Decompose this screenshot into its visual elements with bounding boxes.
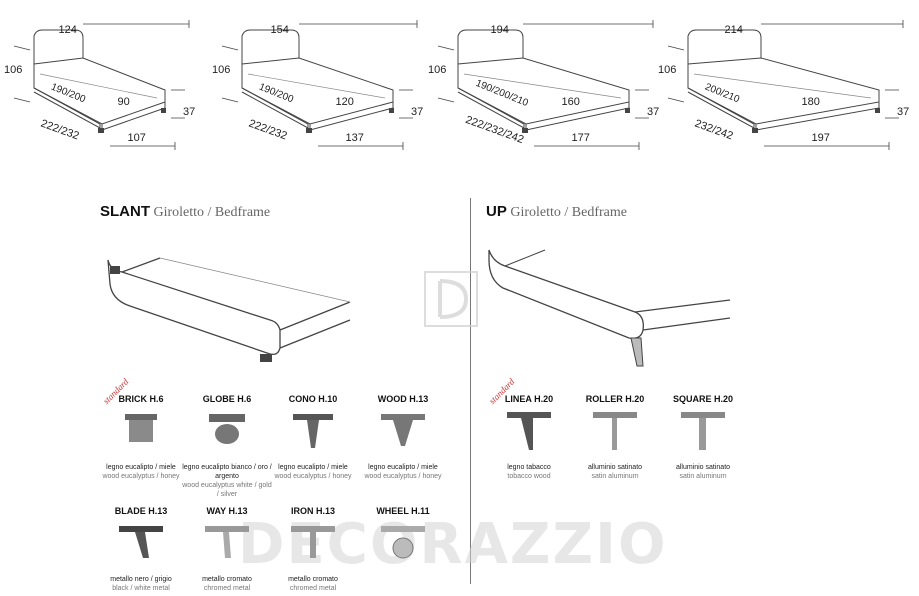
foot-material-it: alluminio satinato (587, 464, 643, 471)
bed-height-dim: 106 (428, 64, 447, 76)
foot-name: BLADE H.13 (114, 506, 168, 516)
watermark-brand: DECORAZZIO (238, 512, 668, 577)
foot-material-en: wood eucalyptus / honey (102, 473, 180, 480)
bed-width-dim: 124 (58, 24, 77, 36)
foot-option-brick: BRICK H.6 legno eucalipto / miele wood e… (96, 394, 186, 481)
bed-inner-dim: 90 (117, 96, 130, 108)
foot-option-globe: GLOBE H.6 legno eucalipto bianco / oro /… (182, 394, 272, 499)
watermark-logo (424, 271, 478, 327)
bed-height-dim: 106 (658, 64, 677, 76)
foot-material-it: metallo cromato (202, 576, 252, 583)
foot-material-en: wood eucalyptus white / gold / silver (182, 482, 272, 498)
foot-material-en: satin aluminum (679, 473, 727, 480)
foot-cono-icon (293, 414, 333, 448)
foot-material-en: tobacco wood (507, 473, 551, 480)
foot-option-linea: LINEA H.20 legno tabacco tobacco wood (484, 394, 574, 481)
foot-name: BRICK H.6 (118, 394, 164, 404)
bed-depth-dim: 137 (345, 132, 364, 144)
bed-width-dim: 214 (724, 24, 743, 36)
foot-material-it: legno eucalipto bianco / oro / argento (182, 464, 272, 480)
foot-linea-icon (507, 412, 551, 450)
foot-material-it: legno eucalipto / miele (106, 464, 176, 471)
bed-side-dim: 37 (411, 106, 424, 118)
foot-material-en: satin aluminum (591, 473, 639, 480)
foot-material-en: wood eucalyptus / honey (274, 473, 352, 480)
bed-diagram-180: 214 106 200/210 180 37 232/242 197 (658, 18, 909, 150)
bed-drawing (13, 20, 190, 150)
bed-height-dim: 106 (212, 64, 231, 76)
bed-side-dim: 37 (183, 106, 196, 118)
up-bedframe-illustration (488, 249, 731, 367)
bed-width-dim: 154 (270, 24, 289, 36)
bed-inner-dim: 180 (801, 96, 820, 108)
bed-inner-dim: 120 (335, 96, 354, 108)
foot-material-en: wood eucalyptus / honey (364, 473, 442, 480)
slant-title: SLANT (100, 203, 150, 220)
slant-heading: SLANT Giroletto / Bedframe (100, 203, 270, 221)
foot-option-way: WAY H.13 metallo cromato chromed metal (182, 506, 272, 593)
foot-name: WOOD H.13 (377, 394, 429, 404)
foot-option-wood: WOOD H.13 legno eucalipto / miele wood e… (358, 394, 448, 481)
bed-depth-dim: 177 (571, 132, 590, 144)
foot-name: CONO H.10 (288, 394, 338, 404)
foot-name: LINEA H.20 (504, 394, 554, 404)
bed-depth-dim: 107 (127, 132, 146, 144)
bed-side-dim: 37 (647, 106, 660, 118)
foot-wood-icon (381, 414, 425, 446)
bed-height-dim: 106 (4, 64, 23, 76)
up-subtitle-en: / Bedframe (564, 205, 627, 220)
foot-material-it: metallo nero / grigio (110, 576, 172, 583)
foot-material-it: alluminio satinato (675, 464, 731, 471)
bed-drawing (667, 20, 904, 150)
foot-option-square: SQUARE H.20 alluminio satinato satin alu… (658, 394, 748, 481)
foot-name: WHEEL H.11 (376, 506, 430, 516)
up-title: UP (486, 203, 507, 220)
bed-depth-dim: 197 (811, 132, 830, 144)
foot-material-en: chromed metal (289, 585, 337, 592)
foot-material-it: legno eucalipto / miele (368, 464, 438, 471)
bed-drawing (437, 20, 654, 150)
foot-material-en: black / white metal (112, 585, 170, 592)
foot-option-blade: BLADE H.13 metallo nero / grigio black /… (96, 506, 186, 593)
foot-wheel-icon (381, 526, 425, 559)
foot-option-iron: IRON H.13 metallo cromato chromed metal (268, 506, 358, 593)
foot-name: IRON H.13 (290, 506, 335, 516)
foot-name: GLOBE H.6 (202, 394, 252, 404)
foot-name: WAY H.13 (206, 506, 248, 516)
foot-square-icon (681, 412, 725, 450)
bed-width-dim: 194 (490, 24, 509, 36)
bed-diagram-90: 124 106 190/200 90 37 222/232 107 (4, 18, 220, 150)
foot-option-wheel: WHEEL H.11 (358, 506, 448, 575)
foot-way-icon (205, 526, 249, 558)
foot-blade-icon (119, 526, 163, 558)
section-divider (470, 198, 471, 584)
up-subtitle-it: Giroletto (510, 205, 561, 220)
bed-diagram-120: 154 106 190/200 120 37 222/232 137 (212, 18, 428, 150)
foot-brick-icon (125, 414, 157, 442)
foot-name: ROLLER H.20 (585, 394, 645, 404)
foot-material-it: legno eucalipto / miele (278, 464, 348, 471)
foot-iron-icon (291, 526, 335, 558)
slant-subtitle-en: / Bedframe (207, 205, 271, 220)
bed-drawing (221, 20, 418, 150)
foot-roller-icon (593, 412, 637, 450)
foot-material-it: metallo cromato (288, 576, 338, 583)
foot-option-cono: CONO H.10 legno eucalipto / miele wood e… (268, 394, 358, 481)
slant-bedframe-illustration (107, 257, 351, 362)
foot-globe-icon (209, 414, 245, 444)
bed-inner-dim: 160 (561, 96, 580, 108)
up-heading: UP Giroletto / Bedframe (486, 203, 627, 221)
foot-material-en: chromed metal (203, 585, 251, 592)
foot-option-roller: ROLLER H.20 alluminio satinato satin alu… (570, 394, 660, 481)
foot-material-it: legno tabacco (507, 464, 551, 471)
foot-name: SQUARE H.20 (672, 394, 734, 404)
slant-subtitle-it: Giroletto (153, 205, 205, 220)
bed-side-dim: 37 (897, 106, 910, 118)
bed-diagram-160: 194 106 190/200/210 160 37 222/232/242 1… (428, 18, 659, 150)
